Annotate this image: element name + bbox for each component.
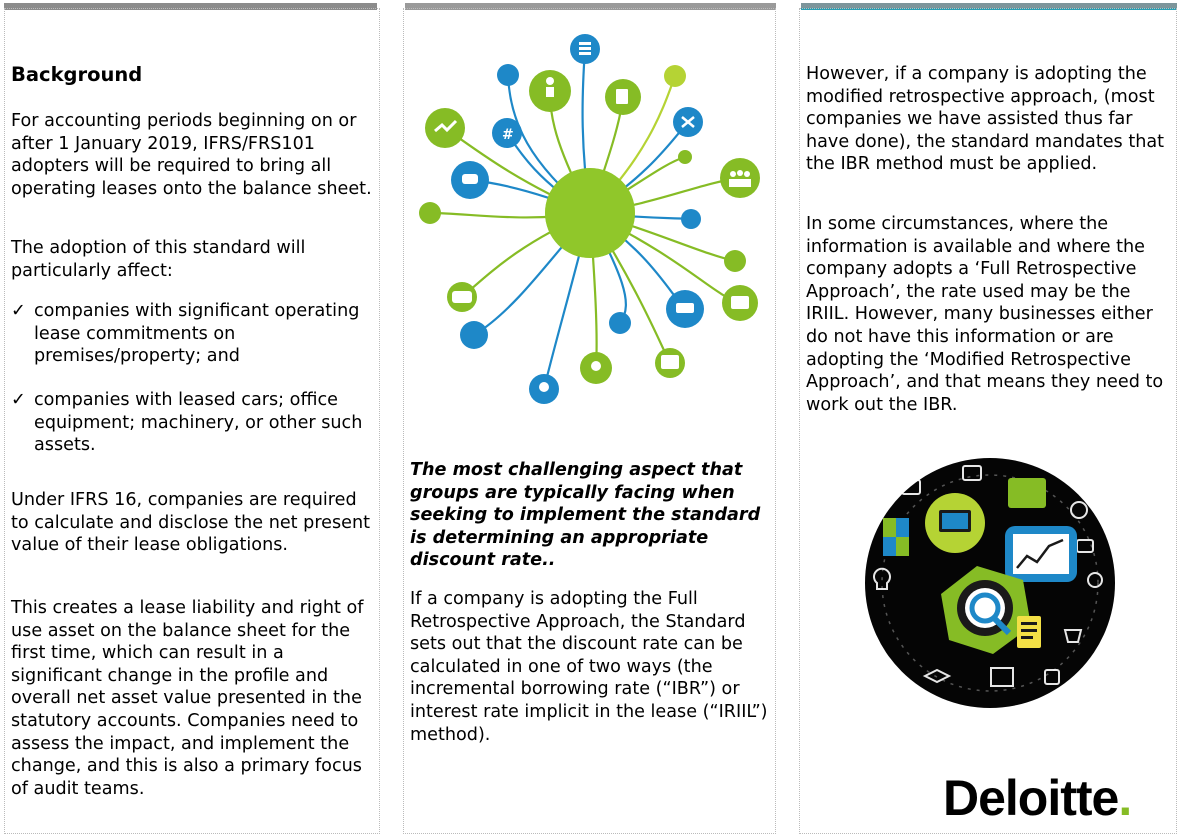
bullet-item: companies with significant operating lea… <box>34 301 360 367</box>
column-discount-rate <box>403 8 776 834</box>
paragraph-ifrs16: Under IFRS 16, companies are required to… <box>11 490 371 556</box>
paragraph-modified-approach: However, if a company is adopting the mo… <box>806 64 1165 175</box>
logo-dot: . <box>1118 770 1132 826</box>
checkmark-icon: ✓ <box>11 301 26 321</box>
paragraph-intro: For accounting periods beginning on or a… <box>11 111 372 199</box>
column3-top-bar <box>801 3 1177 10</box>
paragraph-full-retrospective: If a company is adopting the Full Retros… <box>410 589 768 745</box>
svg-text:#: # <box>502 127 514 143</box>
checkmark-icon: ✓ <box>11 390 26 410</box>
column1-top-bar <box>4 3 377 10</box>
deloitte-logo: Deloitte. <box>943 768 1132 828</box>
pull-quote: The most challenging aspect that groups … <box>410 460 761 571</box>
logo-wordmark: Deloitte <box>943 770 1119 826</box>
column-background <box>4 8 380 834</box>
column-modified-approach <box>799 8 1177 834</box>
paragraph-affect: The adoption of this standard will parti… <box>11 238 306 281</box>
network-hub-icon: # <box>419 34 760 404</box>
paragraph-lease-liability: This creates a lease liability and right… <box>11 598 364 799</box>
business-analytics-icon <box>865 458 1115 708</box>
column2-top-bar <box>405 3 776 10</box>
paragraph-circumstances: In some circumstances, where the informa… <box>806 214 1164 415</box>
section-heading: Background <box>11 63 143 86</box>
bullet-item: companies with leased cars; office equip… <box>34 390 363 456</box>
